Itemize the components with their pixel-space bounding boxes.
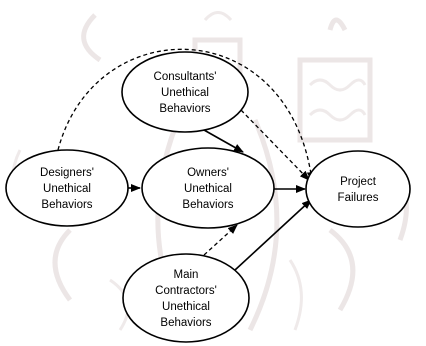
node-owners-label-line: Behaviors bbox=[182, 199, 233, 211]
node-project-label-line: Failures bbox=[338, 192, 379, 204]
node-owners-label-line: Unethical bbox=[184, 183, 232, 195]
node-owners-ellipse bbox=[141, 147, 275, 229]
nodes-layer: Consultants'UnethicalBehaviorsDesigners'… bbox=[5, 51, 411, 343]
node-designers-ellipse bbox=[5, 149, 129, 227]
node-consultants-label-line: Behaviors bbox=[159, 103, 210, 115]
node-designers-label-line: Behaviors bbox=[41, 199, 92, 211]
edge-contractors-to-owners bbox=[203, 224, 238, 256]
node-contractors-label-line: Contractors' bbox=[155, 285, 217, 297]
node-project-ellipse bbox=[305, 150, 411, 228]
node-designers-label-line: Designers' bbox=[40, 167, 94, 179]
node-contractors-label-line: Unethical bbox=[162, 301, 210, 313]
node-consultants-ellipse bbox=[121, 51, 249, 133]
edge-contractors-to-project bbox=[234, 199, 312, 271]
edges-layer bbox=[57, 48, 315, 271]
node-contractors-label-line: Behaviors bbox=[160, 317, 211, 329]
node-contractors-ellipse bbox=[122, 253, 250, 343]
node-contractors-label-line: Main bbox=[174, 269, 199, 281]
node-owners-label-line: Owners' bbox=[187, 167, 229, 179]
node-designers-label-line: Unethical bbox=[43, 183, 91, 195]
edge-consultants-to-owners bbox=[203, 129, 244, 153]
node-consultants-label-line: Consultants' bbox=[154, 71, 217, 83]
node-consultants-label-line: Unethical bbox=[161, 87, 209, 99]
node-project-label-line: Project bbox=[340, 176, 377, 188]
edge-consultants-to-project bbox=[240, 109, 310, 181]
